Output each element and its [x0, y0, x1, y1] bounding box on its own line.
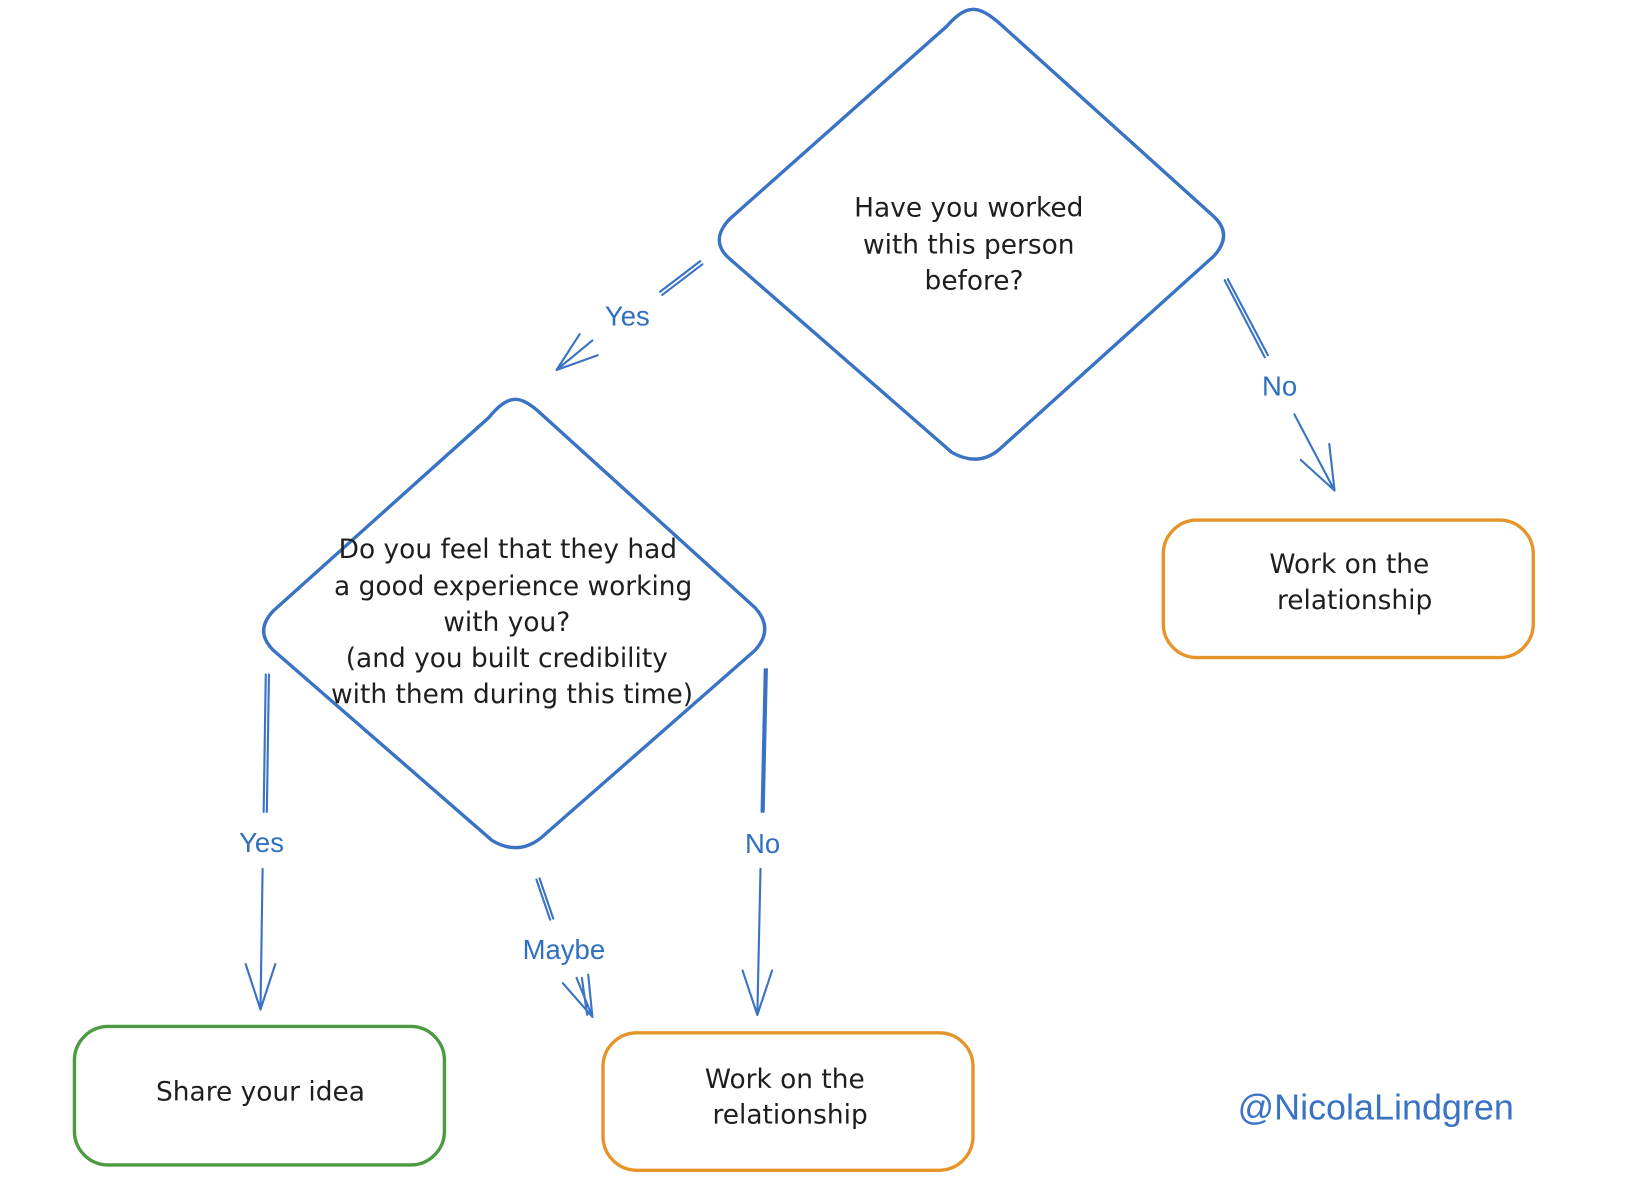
decision-worked-before-line-2: with this person [863, 230, 1075, 261]
edge-q1-no: No [1223, 278, 1336, 492]
outcome-bottom-line-1: Work on the [705, 1064, 865, 1095]
edge-q2-yes: Yes [239, 673, 284, 1011]
decision-worked-before: Have you worked with this person before? [717, 7, 1226, 461]
outcome-share-line-1: Share your idea [156, 1076, 365, 1107]
outcome-share-your-idea: Share your idea [72, 1024, 447, 1167]
decision-worked-before-line-3: before? [925, 266, 1024, 297]
decision-good-experience-line-5: with them during this time) [331, 679, 693, 710]
outcome-work-on-relationship-bottom: Work on the relationship [601, 1031, 975, 1172]
decision-good-experience-line-3: with you? [443, 607, 570, 638]
decision-worked-before-line-1: Have you worked [854, 193, 1083, 224]
decision-good-experience: Do you feel that they had a good experie… [261, 397, 767, 850]
outcome-work-on-relationship-right: Work on the relationship [1161, 518, 1535, 660]
edge-q1-yes-label: Yes [605, 301, 650, 332]
edge-q1-yes: Yes [555, 260, 704, 372]
outcome-right-line-1: Work on the [1269, 549, 1429, 580]
decision-good-experience-line-4: (and you built credibility [346, 643, 668, 674]
edge-q1-no-label: No [1262, 370, 1297, 401]
decision-good-experience-line-2: a good experience working [334, 571, 692, 602]
edge-q2-yes-label: Yes [239, 827, 284, 858]
decision-good-experience-line-1: Do you feel that they had [339, 534, 677, 565]
outcome-bottom-line-2: relationship [713, 1100, 868, 1131]
edge-q2-no-label: No [745, 828, 780, 859]
edge-q2-maybe-label: Maybe [523, 934, 605, 965]
edge-q2-no: No [741, 668, 780, 1016]
author-handle: @NicolaLindgren [1238, 1087, 1514, 1128]
outcome-right-line-2: relationship [1277, 585, 1432, 616]
edge-q2-maybe: Maybe [523, 877, 605, 1019]
